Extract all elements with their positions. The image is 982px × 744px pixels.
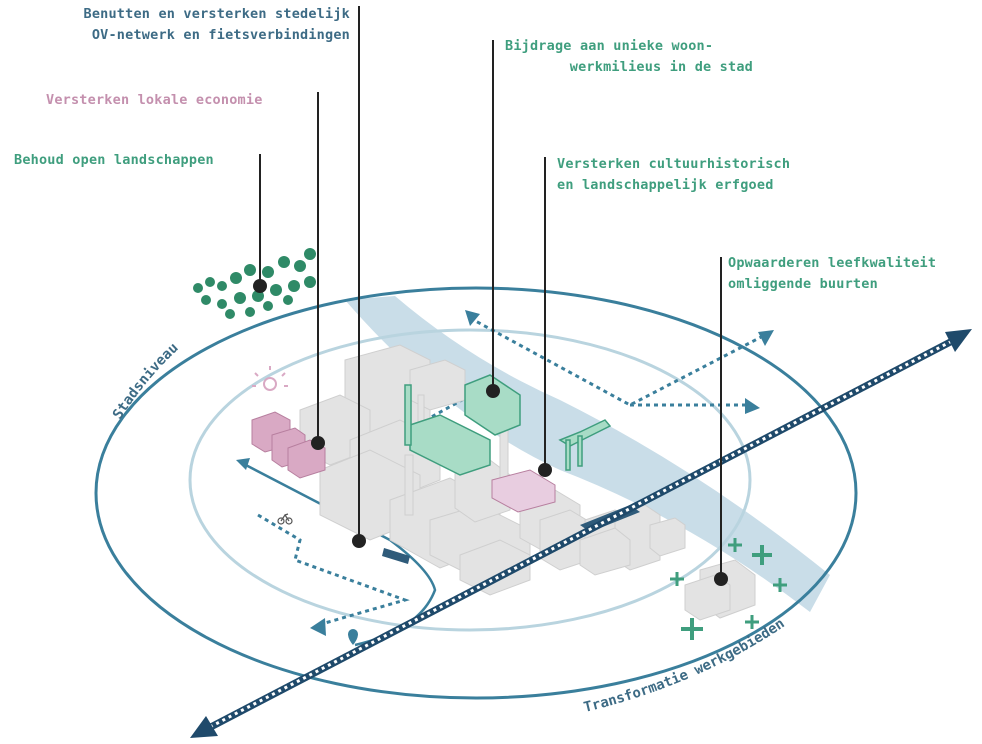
inner-ring (188, 328, 752, 632)
label-leef-line1: Opwaarderen leefkwaliteit (728, 255, 937, 271)
label-ov-netwerk: Benutten en versterken stedelijk OV-netw… (20, 4, 350, 46)
green-buildings (404, 374, 612, 476)
dashed-route-left (257, 513, 410, 627)
plus-icons (670, 538, 787, 640)
lightbulb-icon (252, 366, 288, 391)
axis-arrowhead-icon (945, 329, 972, 352)
label-economie-text: Versterken lokale economie (46, 92, 263, 108)
trees-cluster (193, 248, 316, 319)
stadsniveau-label: Stadsniveau (110, 340, 182, 422)
label-woon-werkmilieus: Bijdrage aan unieke woon- werkmilieus in… (505, 36, 753, 78)
label-ov-line1: Benutten en versterken stedelijk (83, 6, 350, 22)
label-landschap-text: Behoud open landschappen (14, 152, 214, 168)
bicycle-icon (277, 513, 293, 525)
label-ov-line2: OV-netwerk en fietsverbindingen (91, 27, 350, 43)
label-leef-line2: omliggende buurten (728, 276, 878, 292)
label-lokale-economie: Versterken lokale economie (46, 90, 263, 111)
label-woon-line1: Bijdrage aan unieke woon- (505, 38, 714, 54)
route-arrow-icon (745, 398, 760, 414)
outer-ring-stadsniveau (94, 286, 858, 700)
route-arrow-icon (465, 310, 480, 326)
label-woon-line2: werkmilieus in de stad (569, 59, 753, 75)
route-arrow-icon (236, 458, 250, 470)
route-arrow-icon (310, 618, 326, 636)
leader-lines (259, 6, 722, 579)
label-erfgoed: Versterken cultuurhistorisch en landscha… (557, 154, 790, 196)
label-erfgoed-line2: en landschappelijk erfgoed (557, 177, 774, 193)
route-arrow-icon (758, 330, 774, 346)
label-open-landschappen: Behoud open landschappen (14, 150, 214, 171)
river (345, 296, 830, 612)
leader-dots (253, 279, 728, 586)
label-erfgoed-line1: Versterken cultuurhistorisch (557, 156, 791, 172)
axis-arrowhead-icon (190, 716, 218, 738)
label-leefkwaliteit: Opwaarderen leefkwaliteit omliggende buu… (728, 253, 936, 295)
